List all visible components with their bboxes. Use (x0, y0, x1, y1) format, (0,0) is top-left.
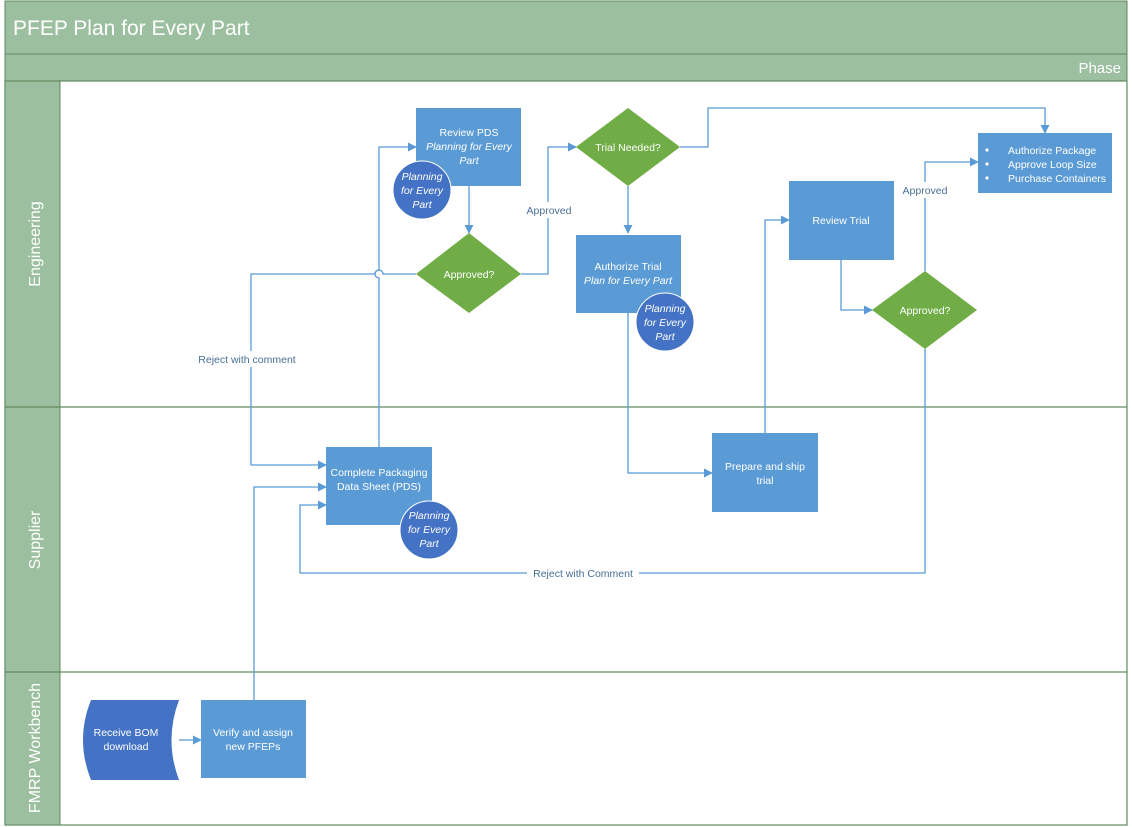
node-receive-bom: Receive BOM download (83, 700, 179, 780)
badge-line-1: Planning (645, 303, 686, 315)
decision-approved-2-label: Approved? (900, 305, 951, 317)
edge-label-reject-with-comment: Reject with comment (198, 354, 296, 366)
authorize-trial-line-2: Plan for Every Part (584, 275, 673, 287)
receive-bom-line-1: Receive BOM (94, 727, 159, 739)
phase-bar: Phase (4, 53, 1128, 82)
edge-trial-needed-to-authorize-package (680, 107, 1050, 148)
authorize-package-item-2: Approve Loop Size (1008, 159, 1097, 171)
diagram-title: PFEP Plan for Every Part (13, 17, 250, 40)
badge-line-3: Part (412, 199, 432, 211)
decision-trial-needed-label: Trial Needed? (595, 142, 661, 154)
badge-line-3: Part (419, 538, 439, 550)
badge-complete-pds: Planning for Every Part (399, 500, 459, 560)
badge-review-pds: Planning for Every Part (392, 160, 452, 220)
lane-label-engineering: Engineering (27, 201, 44, 286)
decision-approved-label: Approved? (444, 269, 495, 281)
prepare-ship-line-2: trial (757, 475, 774, 487)
review-pds-line-1: Review PDS (440, 127, 499, 139)
badge-line-1: Planning (409, 510, 450, 522)
node-verify-assign: Verify and assign new PFEPs (201, 700, 306, 778)
badge-line-3: Part (655, 331, 675, 343)
edge-approved-to-authorize-package (924, 157, 979, 271)
prepare-ship-line-1: Prepare and ship (725, 461, 805, 473)
badge-line-2: for Every (408, 524, 451, 536)
complete-pds-line-1: Complete Packaging (331, 467, 428, 479)
node-authorize-package: Authorize Package Approve Loop Size Purc… (978, 133, 1112, 193)
edge-prepare-to-review-trial (764, 215, 790, 433)
receive-bom-line-2: download (104, 741, 149, 753)
title-bar: PFEP Plan for Every Part (4, 0, 1128, 55)
authorize-package-item-3: Purchase Containers (1008, 173, 1106, 185)
verify-assign-line-1: Verify and assign (213, 727, 293, 739)
lane-label-supplier: Supplier (27, 510, 44, 569)
edge-labels: Approved Reject with comment Approved Re… (194, 182, 952, 581)
edge-label-approved-2: Approved (903, 185, 948, 197)
decision-approved: Approved? (416, 233, 521, 313)
complete-pds-line-2: Data Sheet (PDS) (337, 481, 421, 493)
badge-line-2: for Every (644, 317, 687, 329)
lane-label-fmrp-workbench: FMRP Workbench (27, 683, 44, 813)
badge-line-2: for Every (401, 185, 444, 197)
badge-authorize-trial: Planning for Every Part (635, 292, 695, 352)
edge-label-reject-with-comment-2: Reject with Comment (533, 568, 633, 580)
decision-approved-2: Approved? (872, 271, 977, 349)
edge-authorize-trial-to-prepare (627, 313, 713, 478)
decision-trial-needed: Trial Needed? (576, 108, 680, 186)
phase-label: Phase (1078, 60, 1121, 77)
authorize-trial-line-1: Authorize Trial (594, 261, 661, 273)
review-trial-label: Review Trial (812, 215, 869, 227)
review-pds-line-2: Planning for Every (426, 141, 513, 153)
edge-reject-to-pds-2 (299, 349, 926, 574)
node-review-trial: Review Trial (789, 181, 894, 260)
edge-verify-to-pds (253, 482, 327, 700)
edge-reject-to-pds (250, 269, 416, 470)
verify-assign-line-2: new PFEPs (226, 741, 281, 753)
authorize-package-item-1: Authorize Package (1008, 145, 1096, 157)
node-prepare-ship: Prepare and ship trial (712, 433, 818, 512)
review-pds-line-3: Part (459, 155, 479, 167)
edge-label-approved: Approved (527, 205, 572, 217)
edge-review-trial-to-approved (840, 260, 873, 315)
badge-line-1: Planning (402, 171, 443, 183)
